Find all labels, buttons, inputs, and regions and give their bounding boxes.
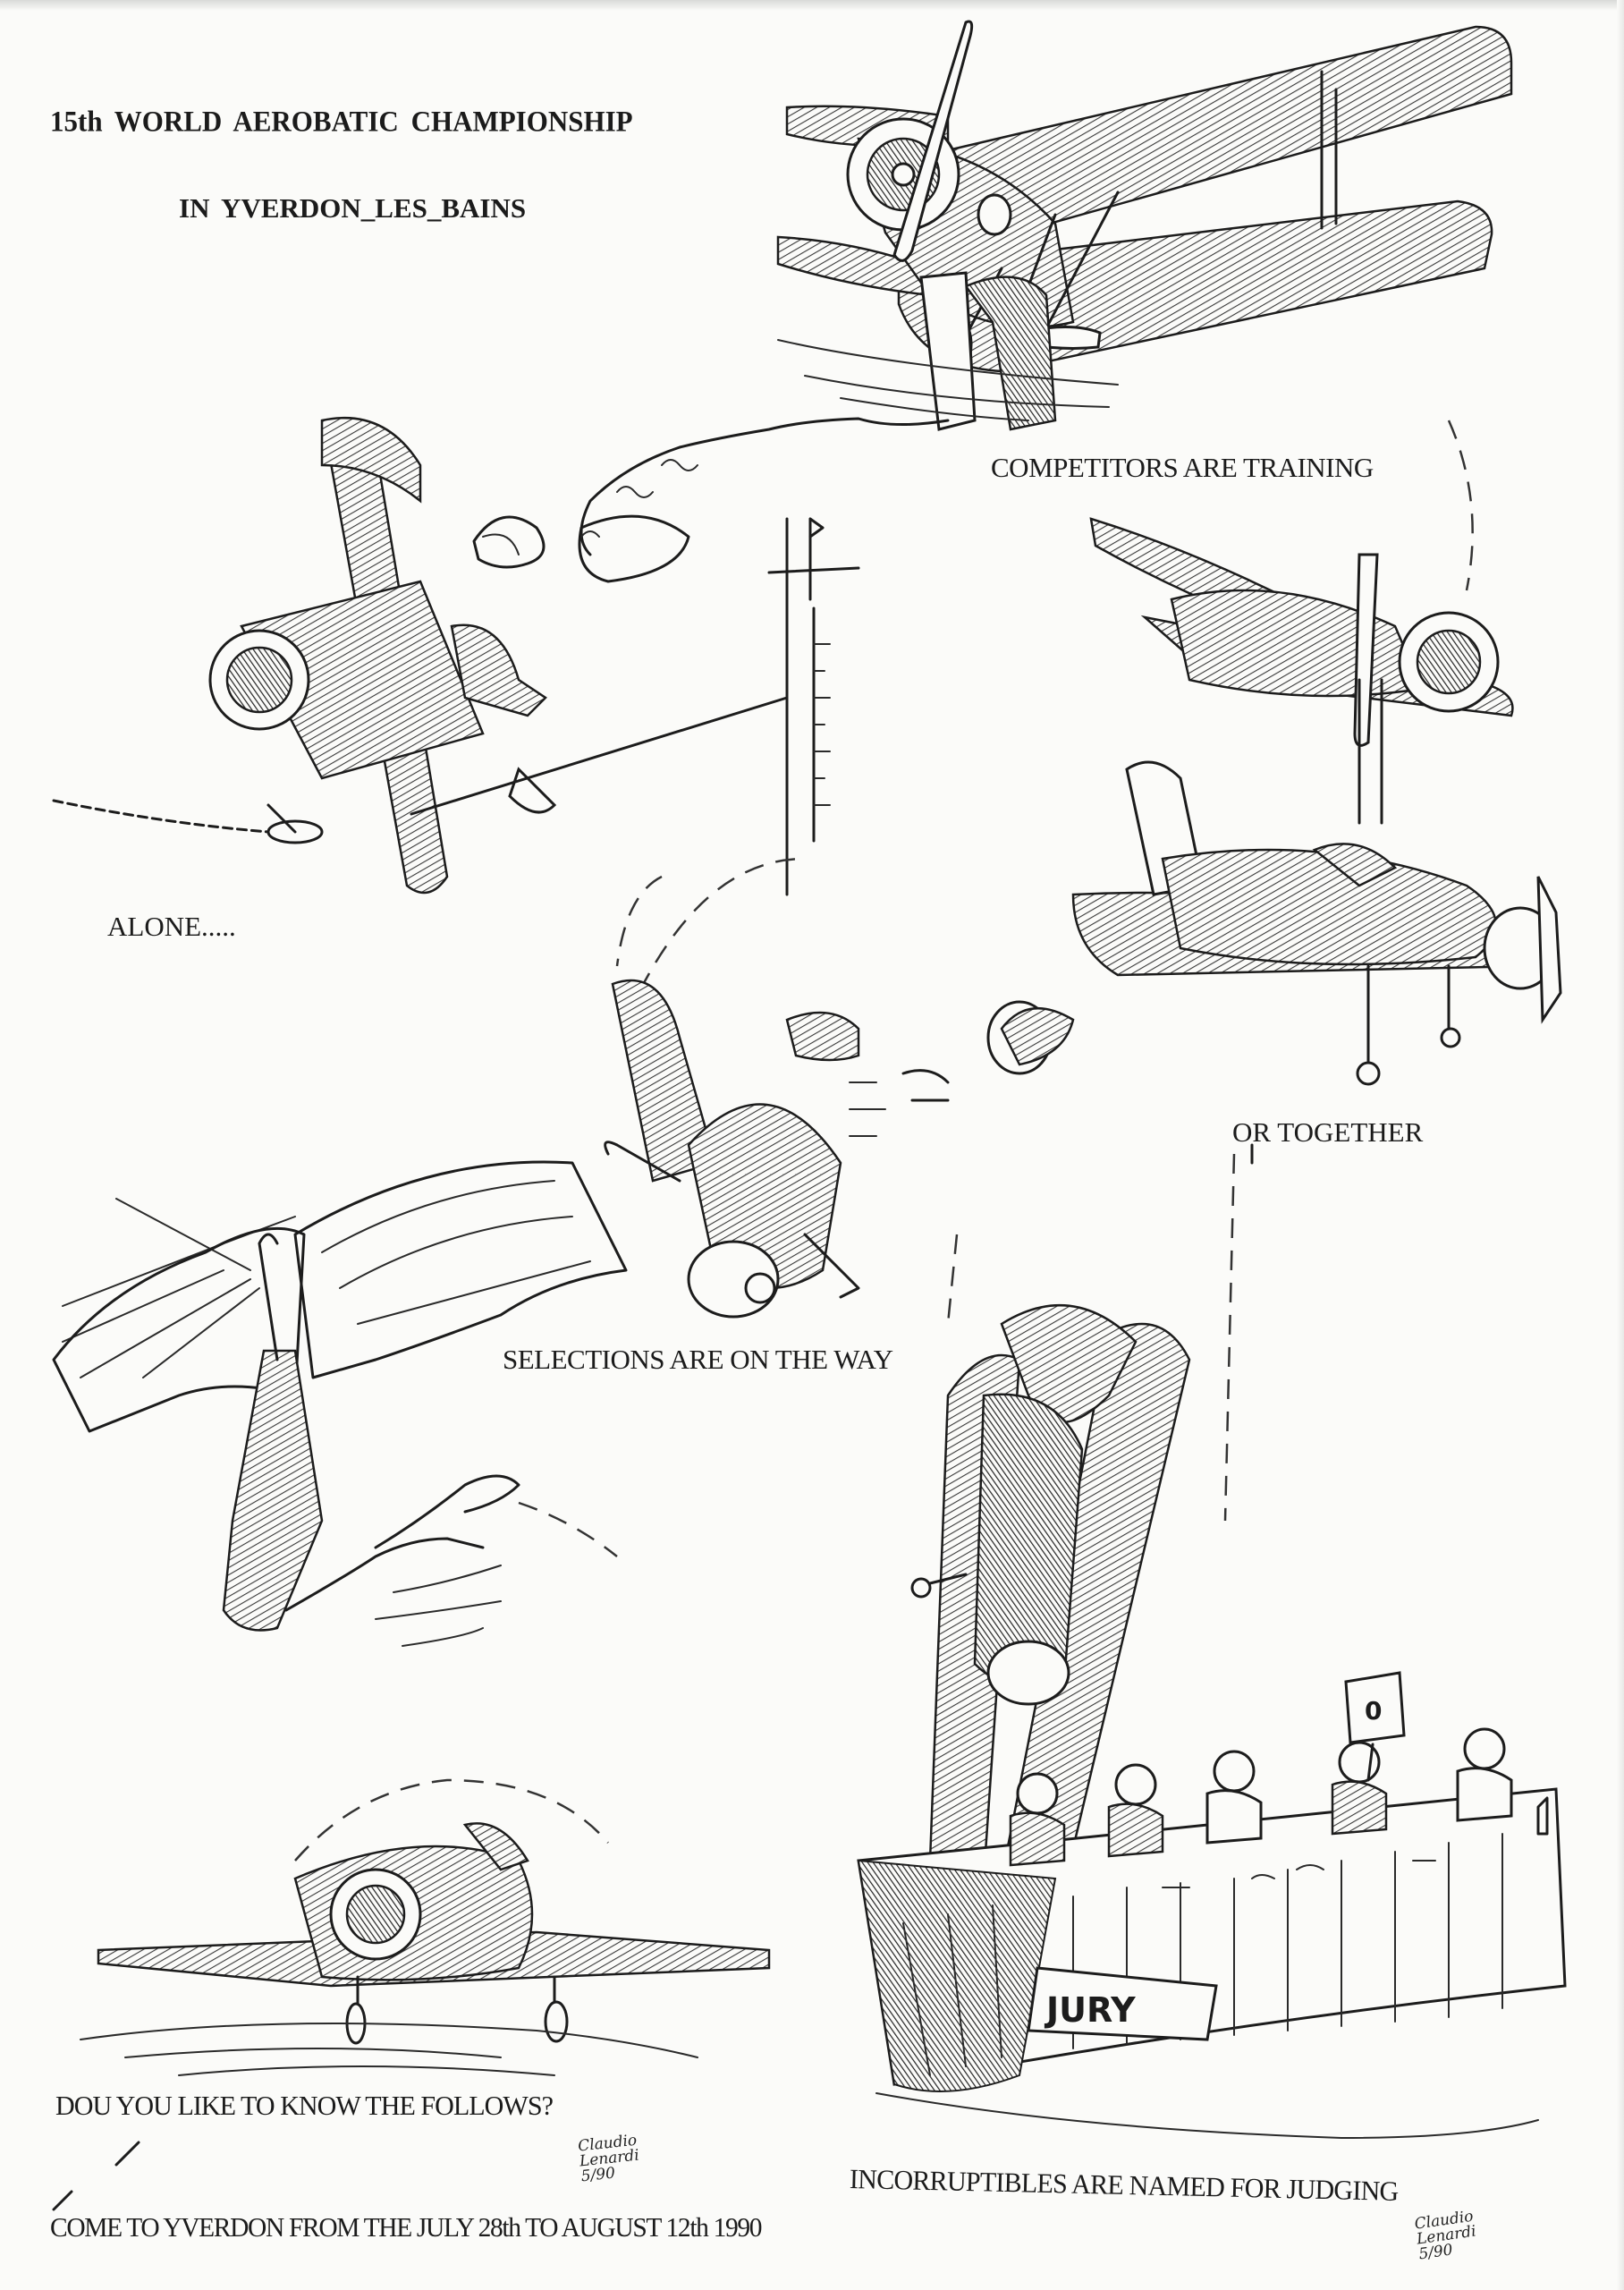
poster-title: 15th WORLD AEROBATIC CHAMPIONSHIP [50,105,633,138]
caption-follows: DOU YOU LIKE TO KNOW THE FOLLOWS? [55,2090,554,2121]
artist-signature: Claudio Lenardi 5/90 [1413,2208,1479,2264]
score-card-value: 0 [1365,1696,1382,1726]
artist-signature: Claudio Lenardi 5/90 [577,2132,642,2186]
jury-illustration: JURY 0 [859,1154,1565,2138]
flight-path-line [626,859,805,1020]
caption-selections: SELECTIONS ARE ON THE WAY [503,1344,893,1375]
caption-together: OR TOGETHER [1232,1116,1424,1148]
flight-path-line [1449,420,1473,590]
poster-subtitle: IN YVERDON_LES_BAINS [179,192,527,224]
scan-top-edge [0,0,1624,11]
landing-plane-illustration [80,1780,769,2075]
jury-sign: JURY [1044,1990,1136,2030]
footer-dates: COME TO YVERDON FROM THE JULY 28th TO AU… [50,2211,763,2243]
caption-alone: ALONE..... [107,911,236,942]
together-planes-illustration [1073,519,1561,1163]
training-biplane-illustration [581,21,1511,555]
spinning-plane-illustration [605,877,1073,1317]
ornithopter-illustration [54,1162,626,1646]
alone-biplane-illustration [54,418,859,895]
caption-training: COMPETITORS ARE TRAINING [991,452,1374,483]
scan-right-edge [1617,0,1624,2290]
runway-marks [54,2142,139,2209]
